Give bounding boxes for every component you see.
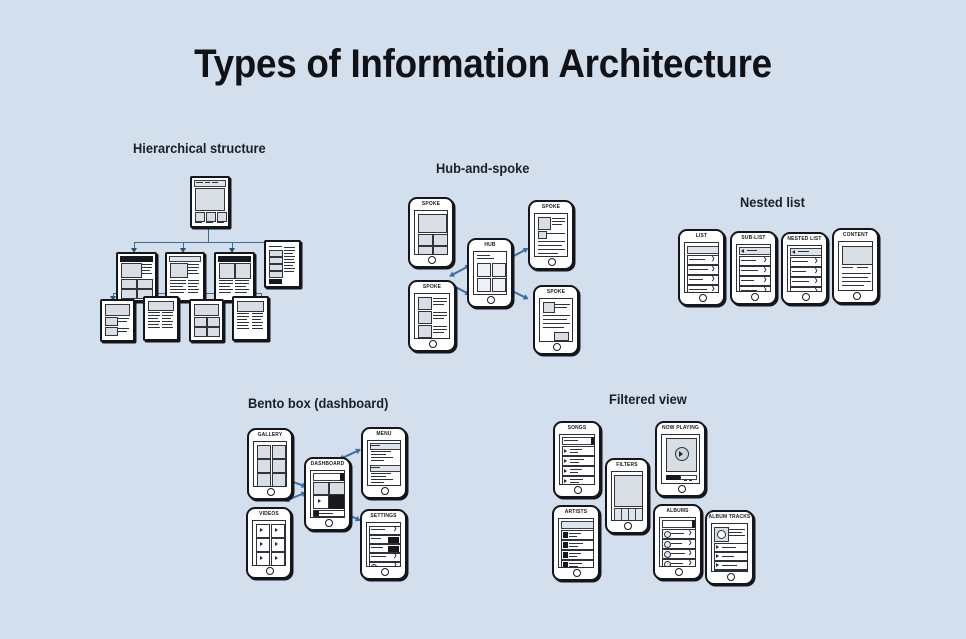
hub-center-screen[interactable]: HUB: [467, 238, 513, 308]
filtered-label: ALBUMS: [666, 508, 689, 514]
nested-screen-sub-list[interactable]: SUB-LIST ❯ ❯ ❯ ❯: [730, 231, 777, 305]
filtered-label: ARTISTS: [564, 509, 588, 515]
home-button-icon: [380, 568, 389, 576]
section-title-hierarchical: Hierarchical structure: [133, 141, 266, 156]
filtered-label: SONGS: [567, 425, 587, 431]
filtered-label: FILTERS: [616, 462, 638, 468]
section-title-filtered: Filtered view: [609, 392, 687, 407]
home-button-icon: [624, 522, 632, 530]
nested-screen-content[interactable]: CONTENT: [832, 228, 879, 304]
connector: [134, 242, 136, 252]
home-button-icon: [750, 293, 759, 301]
hierarchy-leaf-page-1[interactable]: [100, 299, 135, 342]
bento-center-label: DASHBOARD: [310, 461, 345, 467]
filtered-screen-now-playing[interactable]: NOW PLAYING: [655, 421, 706, 497]
nested-label: SUB-LIST: [741, 235, 766, 241]
arrowhead: [130, 248, 137, 253]
page-title: Types of Information Architecture: [194, 42, 772, 86]
bento-screen-videos[interactable]: VIDEOS: [246, 507, 292, 579]
nested-label: NESTED LIST: [787, 236, 822, 242]
spoke-label: SPOKE: [421, 201, 441, 207]
hub-spoke-top-right[interactable]: SPOKE: [528, 200, 574, 270]
nested-screen-nested-list[interactable]: NESTED LIST ❯ ❯ ❯ ❯: [781, 232, 828, 305]
spoke-label: SPOKE: [422, 284, 442, 290]
home-button-icon: [324, 519, 333, 527]
home-button-icon: [266, 567, 274, 575]
hierarchy-child-page-3[interactable]: [214, 252, 255, 302]
hierarchy-child-page-1[interactable]: [116, 252, 157, 302]
filtered-screen-artists[interactable]: ARTISTS: [552, 505, 600, 581]
connector: [134, 242, 282, 244]
home-button-icon: [801, 293, 810, 301]
connector: [183, 242, 185, 252]
home-button-icon: [429, 340, 437, 348]
connector: [232, 242, 234, 252]
home-button-icon: [548, 258, 556, 266]
filtered-screen-songs[interactable]: SONGS: [553, 421, 601, 498]
filtered-label: ALBUM TRACKS: [708, 514, 751, 520]
hierarchy-root-page[interactable]: [190, 176, 230, 228]
home-button-icon: [381, 487, 389, 495]
home-button-icon: [852, 292, 861, 300]
filtered-screen-filters[interactable]: FILTERS: [605, 458, 649, 534]
home-button-icon: [267, 488, 275, 496]
filtered-label: NOW PLAYING: [662, 425, 699, 431]
hub-spoke-bottom-right[interactable]: SPOKE: [533, 285, 579, 355]
home-button-icon: [428, 256, 436, 264]
filtered-screen-album-tracks[interactable]: ALBUM TRACKS: [705, 510, 754, 585]
home-button-icon: [726, 573, 735, 581]
bento-label: GALLERY: [257, 432, 283, 438]
bento-screen-menu[interactable]: MENU: [361, 427, 407, 499]
section-title-nested: Nested list: [740, 195, 805, 210]
arrowhead: [109, 296, 116, 301]
bento-label: MENU: [376, 431, 392, 437]
arrowhead: [179, 248, 186, 253]
filtered-screen-albums[interactable]: ALBUMS ❯ ❯ ❯ ❯: [653, 504, 702, 580]
home-button-icon: [574, 486, 582, 494]
hierarchy-leaf-page-4[interactable]: [232, 296, 269, 341]
bento-label: VIDEOS: [259, 511, 279, 517]
bento-screen-settings[interactable]: SETTINGS ❯ ❯ ❯: [360, 509, 407, 580]
hierarchy-child-page-4[interactable]: [264, 240, 301, 288]
section-title-bento: Bento box (dashboard): [248, 396, 389, 411]
section-title-hub: Hub-and-spoke: [436, 161, 530, 176]
nested-label: LIST: [695, 233, 708, 239]
connector: [208, 224, 210, 242]
home-button-icon: [677, 485, 686, 493]
home-button-icon: [487, 296, 495, 304]
hierarchy-child-page-2[interactable]: [165, 252, 205, 302]
bento-label: SETTINGS: [370, 513, 397, 519]
hub-spoke-top-left[interactable]: SPOKE: [408, 197, 454, 268]
arrowhead: [228, 248, 235, 253]
spoke-label: SPOKE: [546, 289, 566, 295]
home-button-icon: [674, 568, 683, 576]
hub-spoke-bottom-left[interactable]: SPOKE: [408, 280, 456, 352]
bento-center-dashboard[interactable]: DASHBOARD: [304, 457, 351, 531]
nested-label: CONTENT: [842, 232, 869, 238]
home-button-icon: [698, 294, 707, 302]
hierarchy-leaf-page-3[interactable]: [189, 299, 224, 342]
hub-center-label: HUB: [484, 242, 496, 248]
home-button-icon: [553, 343, 561, 351]
home-button-icon: [573, 569, 581, 577]
spoke-label: SPOKE: [541, 204, 561, 210]
bento-screen-gallery[interactable]: GALLERY: [247, 428, 293, 500]
hierarchy-leaf-page-2[interactable]: [143, 296, 179, 341]
nested-screen-list[interactable]: LIST ❯ ❯ ❯ ❯: [678, 229, 725, 306]
